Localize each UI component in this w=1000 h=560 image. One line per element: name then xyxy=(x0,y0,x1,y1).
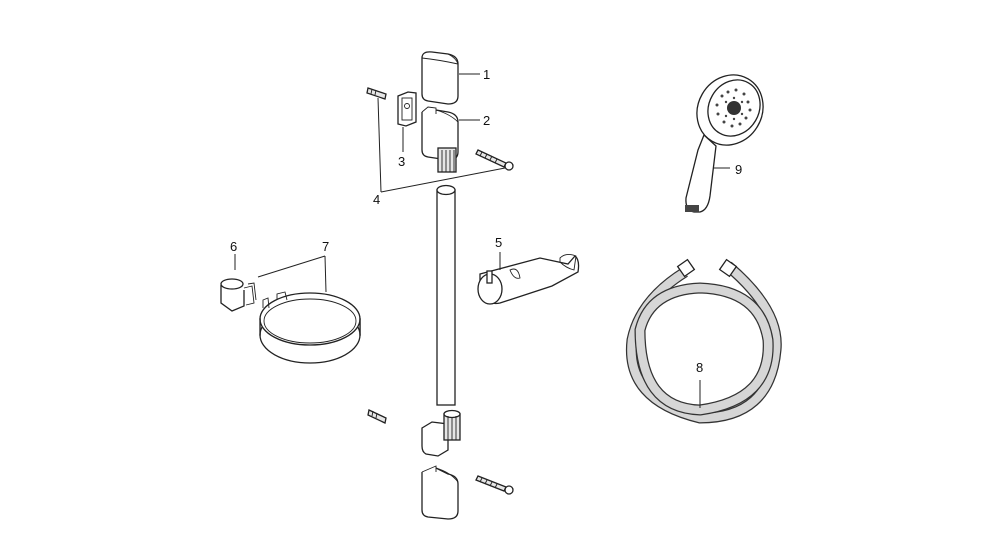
callout-4: 4 xyxy=(373,192,381,207)
part-5-sliding-holder xyxy=(477,253,580,305)
part-9-hand-shower xyxy=(685,74,764,213)
part-8-shower-hose xyxy=(625,258,782,424)
lower-screw xyxy=(475,475,514,495)
callout-7: 7 xyxy=(322,239,330,254)
leader-lines-7 xyxy=(257,255,327,293)
callout-8: 8 xyxy=(696,360,704,375)
part-4-upper-wall-plug xyxy=(366,87,387,100)
shower-rail xyxy=(436,184,456,406)
part-2-top-wall-bracket xyxy=(421,106,459,173)
part-7-soap-ring xyxy=(259,291,361,364)
part-3-wall-plate xyxy=(397,91,417,127)
bottom-end-cap xyxy=(421,465,459,520)
part-4-upper-screw xyxy=(475,149,514,171)
callout-1: 1 xyxy=(483,67,491,82)
part-6-soap-clip xyxy=(220,278,257,312)
callout-5: 5 xyxy=(495,235,503,250)
part-1-top-end-cap xyxy=(421,51,459,105)
callout-9: 9 xyxy=(735,162,743,177)
callout-3: 3 xyxy=(398,154,406,169)
leader-lines-4 xyxy=(377,97,506,193)
bottom-wall-bracket xyxy=(421,409,461,457)
callout-2: 2 xyxy=(483,113,491,128)
lower-wall-plug xyxy=(367,409,387,424)
callout-6: 6 xyxy=(230,239,238,254)
